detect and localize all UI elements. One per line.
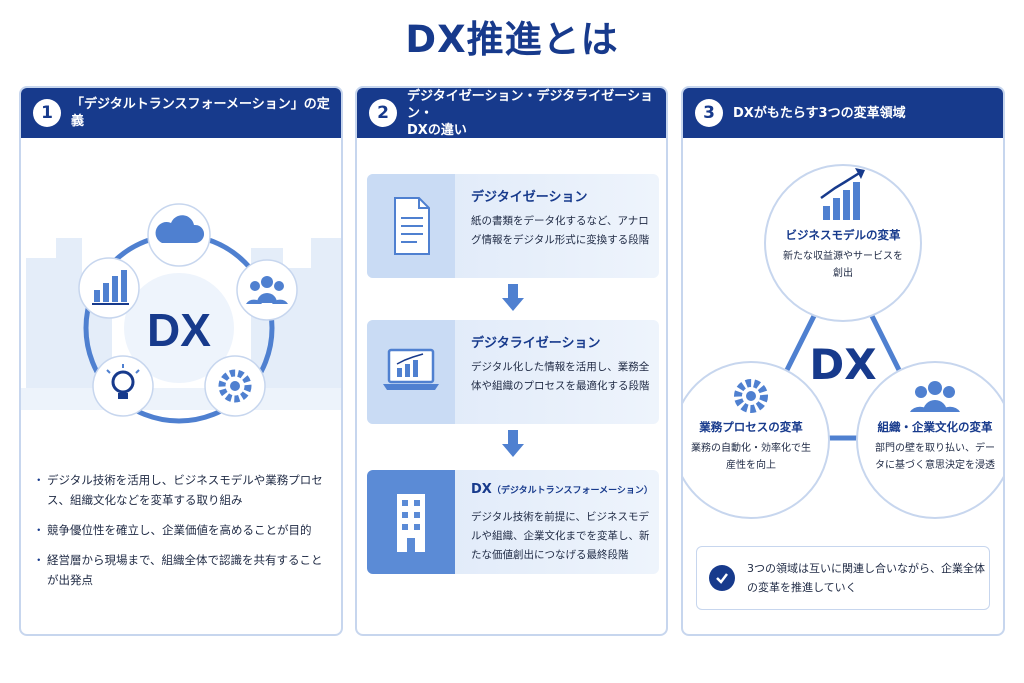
summary-box: 3つの領域は互いに関連し合いながら、企業全体の変革を推進していく: [696, 546, 990, 610]
gear-icon: [204, 355, 266, 417]
panel-header: 3 DXがもたらす3つの変革領域: [683, 88, 1003, 138]
people-icon: [910, 381, 960, 412]
summary-text: 3つの領域は互いに関連し合いながら、企業全体の変革を推進していく: [747, 562, 985, 594]
number-badge: 3: [695, 99, 723, 127]
differences-panel: 2 デジタイゼーション・デジタライゼーション・ DXの違い デジタイゼーション …: [355, 86, 668, 636]
document-icon: [367, 174, 455, 278]
number-badge: 1: [33, 99, 61, 127]
check-icon: [709, 565, 735, 591]
list-item: ・経営層から現場まで、組織全体で認識を共有することが出発点: [33, 553, 323, 587]
gear-icon: [734, 379, 768, 413]
page-title: DX推進とは: [405, 18, 619, 61]
area-business-model: ビジネスモデルの変革 新たな収益源やサービスを創出: [783, 228, 903, 279]
area-organization-culture: 組織・企業文化の変革 部門の壁を取り払い、データに基づく意思決定を浸透: [875, 420, 995, 471]
building-icon: [367, 470, 455, 574]
panel-title: DXがもたらす3つの変革領域: [733, 105, 906, 121]
cloud-icon: [147, 203, 211, 267]
definition-bullets: ・デジタル技術を活用し、ビジネスモデルや業務プロセス、組織文化などを変革する取り…: [33, 470, 333, 600]
growth-chart-icon: [820, 168, 865, 220]
bar-chart-icon: [78, 257, 140, 319]
three-areas-diagram: [683, 164, 1003, 519]
panel-header: 1 「デジタルトランスフォーメーション」の定義: [21, 88, 341, 138]
list-item: ・競争優位性を確立し、企業価値を高めることが目的: [33, 523, 312, 537]
list-item: ・デジタル技術を活用し、ビジネスモデルや業務プロセス、組織文化などを変革する取り…: [33, 473, 323, 507]
step-title: デジタイゼーション: [471, 190, 588, 205]
number-badge: 2: [369, 99, 397, 127]
step-desc: デジタル技術を前提に、ビジネスモデルや組織、企業文化までを変革し、新たな価値創出…: [471, 511, 650, 561]
dx-hub-graphic: DX: [21, 203, 341, 424]
dx-label: DX: [809, 340, 877, 389]
dx-label: DX: [147, 304, 211, 356]
step-title: DX（デジタルトランスフォーメーション）: [471, 482, 653, 497]
arrow-down-icon: [502, 284, 524, 311]
panel-title: 「デジタルトランスフォーメーション」の定義: [71, 97, 330, 129]
panel-title: デジタイゼーション・デジタライゼーション・ DXの違い: [407, 88, 653, 138]
area-business-process: 業務プロセスの変革 業務の自動化・効率化で生産性を向上: [691, 420, 811, 471]
step-digitalization: デジタライゼーション デジタル化した情報を活用し、業務全体や組織のプロセスを最適…: [367, 320, 659, 424]
step-desc: 紙の書類をデータ化するなど、アナログ情報をデジタル形式に変換する段階: [471, 215, 650, 246]
lightbulb-icon: [92, 355, 154, 417]
panel-header: 2 デジタイゼーション・デジタライゼーション・ DXの違い: [357, 88, 666, 138]
transformation-areas-panel: 3 DXがもたらす3つの変革領域 DX: [681, 86, 1005, 636]
arrow-down-icon: [502, 430, 524, 457]
step-dx: DX（デジタルトランスフォーメーション） デジタル技術を前提に、ビジネスモデルや…: [367, 470, 659, 574]
step-desc: デジタル化した情報を活用し、業務全体や組織のプロセスを最適化する段階: [471, 361, 650, 392]
step-title: デジタライゼーション: [471, 336, 601, 351]
people-icon: [236, 259, 298, 321]
step-digitization: デジタイゼーション 紙の書類をデータ化するなど、アナログ情報をデジタル形式に変換…: [367, 174, 659, 278]
definition-panel: 1 「デジタルトランスフォーメーション」の定義 DX: [19, 86, 343, 636]
laptop-chart-icon: [367, 320, 455, 424]
